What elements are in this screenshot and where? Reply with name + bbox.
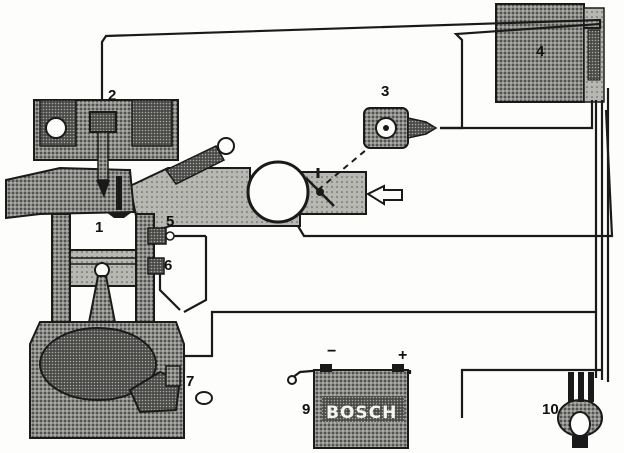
throttle-linkage [317,139,379,191]
intake-valve [106,176,132,218]
air-inlet-arrow [365,184,403,206]
label-3: 3 [381,83,389,100]
fuel-injector [89,111,117,198]
manifold-injector [164,137,235,185]
relay [557,372,603,448]
thermo-time-switch [147,257,165,275]
battery-plus-label: + [398,347,407,364]
label-1: 1 [95,219,103,236]
label-5: 5 [166,213,174,230]
intake-manifold [128,160,367,238]
label-2: 2 [108,87,116,104]
control-unit [495,3,605,103]
label-7: 7 [186,373,194,390]
temperature-sensor [147,227,175,245]
label-9: 9 [302,401,310,418]
battery-minus-label: − [327,343,336,360]
label-10: 10 [542,401,559,418]
wiring-harness [100,18,614,418]
label-6: 6 [164,257,172,274]
speed-sensor [128,365,213,414]
battery-brand-label: BOSCH [326,403,397,423]
battery: − + BOSCH [287,343,409,449]
label-4: 4 [536,43,545,60]
throttle-switch [363,107,438,149]
